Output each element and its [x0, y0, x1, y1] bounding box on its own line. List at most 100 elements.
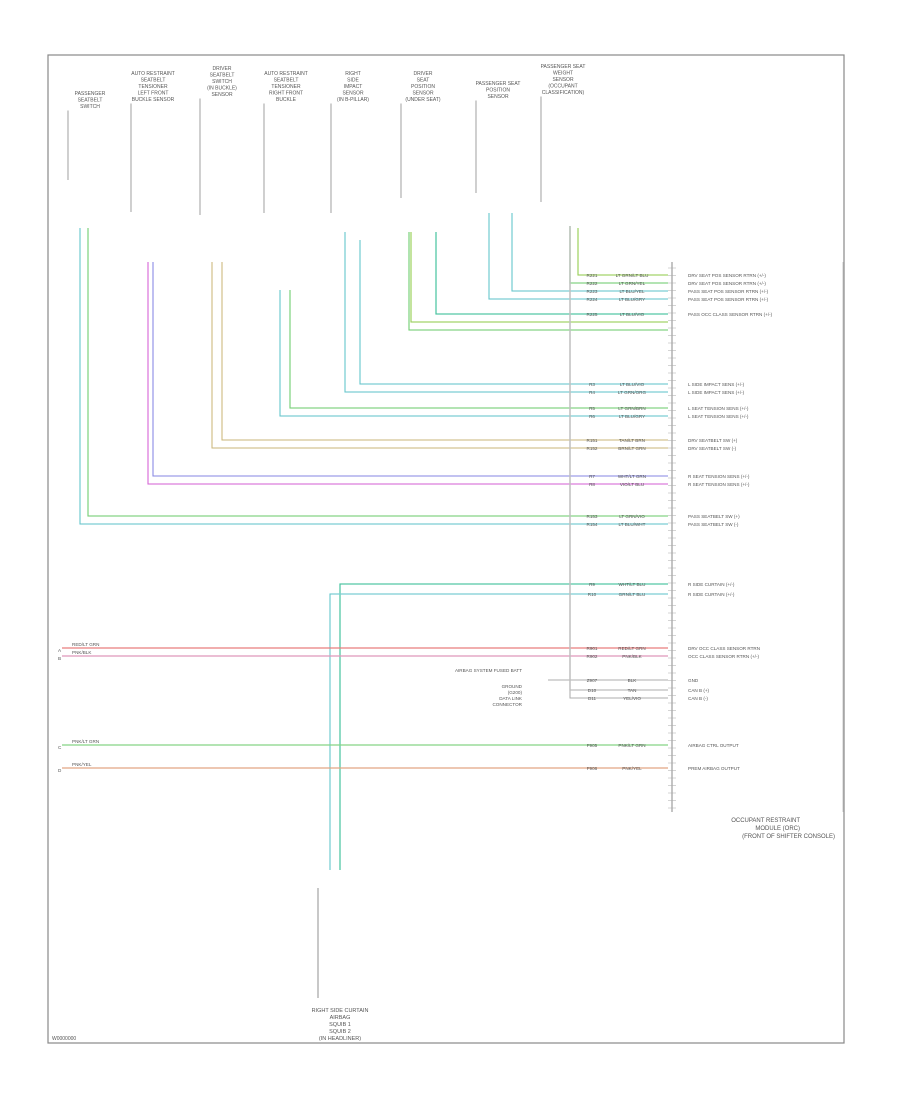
pin-wire-color: GRN/LT BLU — [619, 592, 646, 597]
wire-path — [279, 290, 668, 417]
splice-label-line: DATA LINK — [499, 696, 523, 701]
pin-wire-color: LT GRN/LT BLU — [616, 273, 649, 278]
wire-edge — [569, 226, 668, 699]
bottom-component-label-4: SQUIB 2 — [329, 1029, 351, 1035]
wire-edge — [410, 232, 668, 323]
wire-path — [569, 226, 668, 691]
component-label-line: (IN B-PILLAR) — [337, 97, 369, 103]
wire — [152, 262, 668, 477]
left-input: RED/LT GRN A — [58, 642, 99, 653]
component-label-line: PASSENGER — [75, 91, 106, 97]
wire-edge — [279, 290, 668, 417]
pin-wire-color: VIO/LT BLU — [620, 482, 644, 487]
wire-edge — [289, 290, 668, 409]
pin-circuit: R5 — [589, 406, 595, 411]
component-label-line: BUCKLE SENSOR — [132, 97, 175, 103]
component-label-line: SENSOR — [487, 94, 509, 100]
wire-path — [511, 213, 668, 292]
pin-wire-color: PNK/BLK — [622, 654, 642, 659]
wire — [279, 290, 668, 417]
wire-path — [329, 593, 668, 870]
pin-circuit: R152 — [587, 446, 598, 451]
left-input-label: PNK/YEL — [72, 762, 92, 767]
wire — [511, 213, 668, 292]
wire-edge — [344, 232, 668, 393]
wire — [569, 226, 668, 699]
pin-circuit: R901 — [587, 646, 598, 651]
pin-circuit: R223 — [587, 289, 598, 294]
component-label-line: WEIGHT — [553, 71, 573, 77]
component-label-line: SEAT — [417, 78, 430, 84]
pin-description: R SEAT TENSION SENS (+/-) — [688, 482, 750, 487]
module-label-line-2: MODULE (ORC) — [755, 826, 800, 832]
component-label-line: (UNDER SEAT) — [405, 97, 441, 103]
wire — [147, 262, 668, 485]
pin-wire-color: LT BLU/VIO — [620, 312, 645, 317]
pin-circuit: D11 — [588, 696, 597, 701]
pin-wire-color: TAN/LT BRN — [619, 438, 645, 443]
pin-wire-color: LT GRN/ORG — [618, 390, 647, 395]
component-label-line: CLASSIFICATION) — [542, 90, 585, 96]
pin-description: OCC CLASS SENSOR RTRN (+/-) — [688, 654, 759, 659]
bottom-component-label-5: (IN HEADLINER) — [319, 1036, 361, 1042]
component-8: PASSENGER SEATWEIGHTSENSOR(OCCUPANTCLASS… — [541, 64, 586, 202]
bottom-component: RIGHT SIDE CURTAIN AIRBAG SQUIB 1 SQUIB … — [312, 888, 368, 1042]
component-label-line: IMPACT — [344, 84, 363, 90]
pin-wire-color: LT BLU/YEL — [619, 289, 645, 294]
component-label-line: PASSENGER SEAT — [541, 64, 586, 70]
pin-circuit: D10 — [588, 688, 597, 693]
pin-description: CAN B (-) — [688, 696, 708, 701]
wire — [359, 240, 668, 385]
wire-path — [79, 228, 668, 525]
component-label-line: SENSOR — [412, 91, 434, 97]
pin-circuit: R3 — [589, 382, 595, 387]
wire-path — [577, 228, 668, 276]
wire — [221, 262, 668, 441]
wire — [339, 583, 668, 870]
pin-wire-color: LT BLU/VIO — [620, 382, 645, 387]
pin-description: R SEAT TENSION SENS (+/-) — [688, 474, 750, 479]
pin-description: L SIDE IMPACT SENS (+/-) — [688, 382, 745, 387]
pin-wire-color: RED/LT GRN — [618, 646, 645, 651]
wire-edge — [435, 232, 668, 315]
component-label-line: SENSOR — [211, 92, 233, 98]
splice-label: AIRBAG SYSTEM FUSED BATT — [455, 668, 522, 673]
component-label-line: AUTO RESTRAINT — [264, 71, 308, 77]
component-label-line: SIDE — [347, 78, 359, 84]
wire-edge — [221, 262, 668, 441]
pin-circuit: Z907 — [587, 678, 598, 683]
wire — [79, 228, 668, 525]
pin-description: R SIDE CURTAIN (+/-) — [688, 592, 735, 597]
splice-label-line: CONNECTOR — [492, 702, 522, 707]
pin-wire-color: BRN/LT GRN — [618, 446, 645, 451]
diagram-frame — [47, 54, 845, 1044]
left-input-label: RED/LT GRN — [72, 642, 99, 647]
wire-edge — [408, 232, 668, 331]
wire — [329, 593, 668, 870]
bottom-component-label-3: SQUIB 1 — [329, 1022, 351, 1028]
left-input-mark: A — [58, 648, 62, 653]
wire — [408, 232, 668, 331]
left-input-mark: B — [58, 656, 61, 661]
wire — [211, 262, 668, 449]
pin-description: DRV SEAT POS SENSOR RTRN (+/-) — [688, 281, 766, 286]
component-label-line: TENSIONER — [138, 84, 168, 90]
component-label-line: SWITCH — [80, 104, 100, 110]
